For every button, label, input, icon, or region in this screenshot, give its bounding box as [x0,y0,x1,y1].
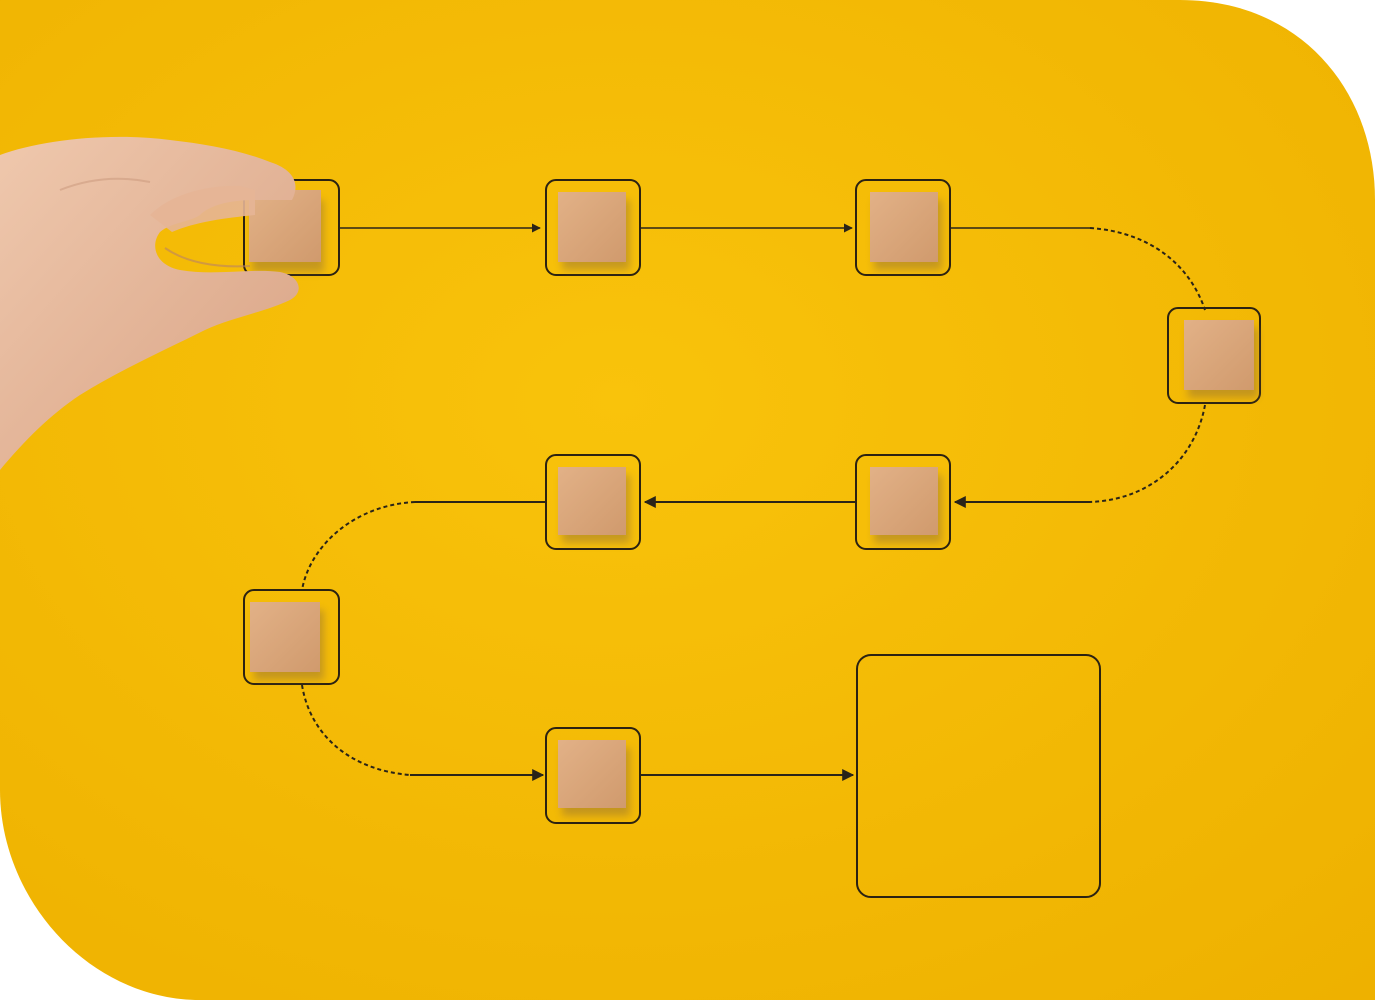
empty-final-box [856,654,1101,898]
hand [0,136,299,470]
flow-blocks [243,179,1261,824]
connector-7-8-curve [301,684,411,776]
connector-3-4-curve [1089,227,1206,311]
flow-block-7 [243,589,340,685]
flow-block-4 [1167,307,1261,404]
connector-4-5-curve [1089,404,1206,503]
flow-block-2 [545,179,641,276]
flow-block-3 [855,179,951,276]
thumb-crease [164,247,251,268]
flow-block-5 [855,454,951,550]
flow-block-8 [545,727,641,824]
flow-connectors [301,223,1206,781]
hand-palm [0,136,299,470]
flow-block-6 [545,454,641,550]
index-finger [150,185,255,232]
knuckle-line [59,177,151,191]
